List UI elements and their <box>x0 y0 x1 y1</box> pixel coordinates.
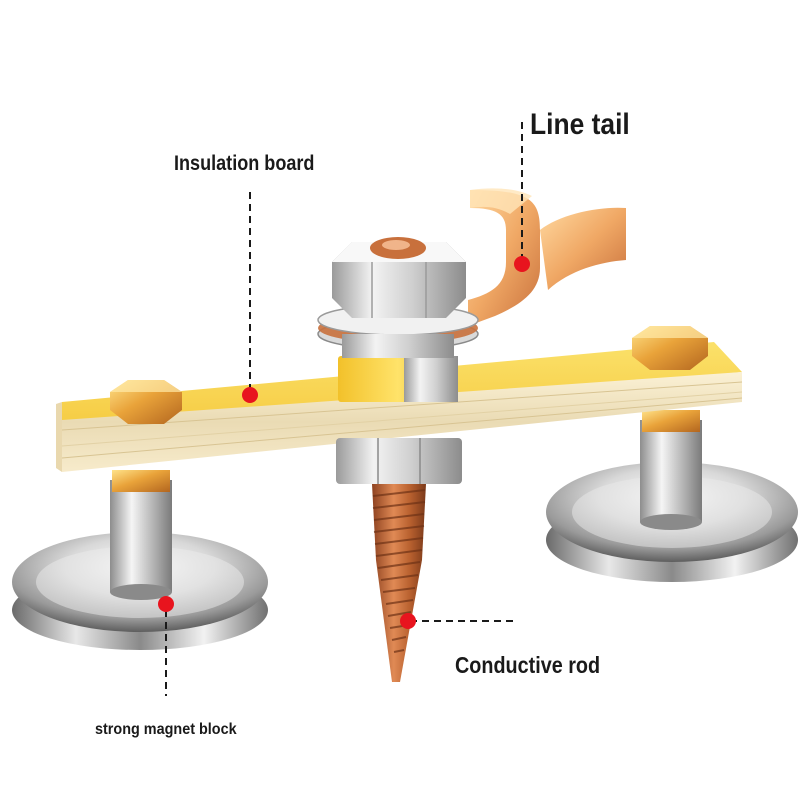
left-board-bolt <box>110 380 182 424</box>
right-board-bolt <box>632 326 708 370</box>
left-magnet <box>12 470 268 650</box>
conductive-rod-label: Conductive rod <box>455 652 601 678</box>
line-tail-lug <box>468 188 626 326</box>
magnet-block-marker <box>158 596 174 612</box>
top-hex-nut <box>332 237 466 318</box>
right-magnet <box>546 410 798 582</box>
insulation-board-label: Insulation board <box>174 152 315 175</box>
insulation-board-marker <box>242 387 258 403</box>
line-tail-label: Line tail <box>530 108 630 141</box>
lower-nut <box>336 438 462 484</box>
conductive-rod-marker <box>400 613 416 629</box>
conductive-rod <box>372 484 426 682</box>
yellow-nut <box>338 356 458 402</box>
magnet-block-label: strong magnet block <box>95 721 237 738</box>
line-tail-marker <box>514 256 530 272</box>
